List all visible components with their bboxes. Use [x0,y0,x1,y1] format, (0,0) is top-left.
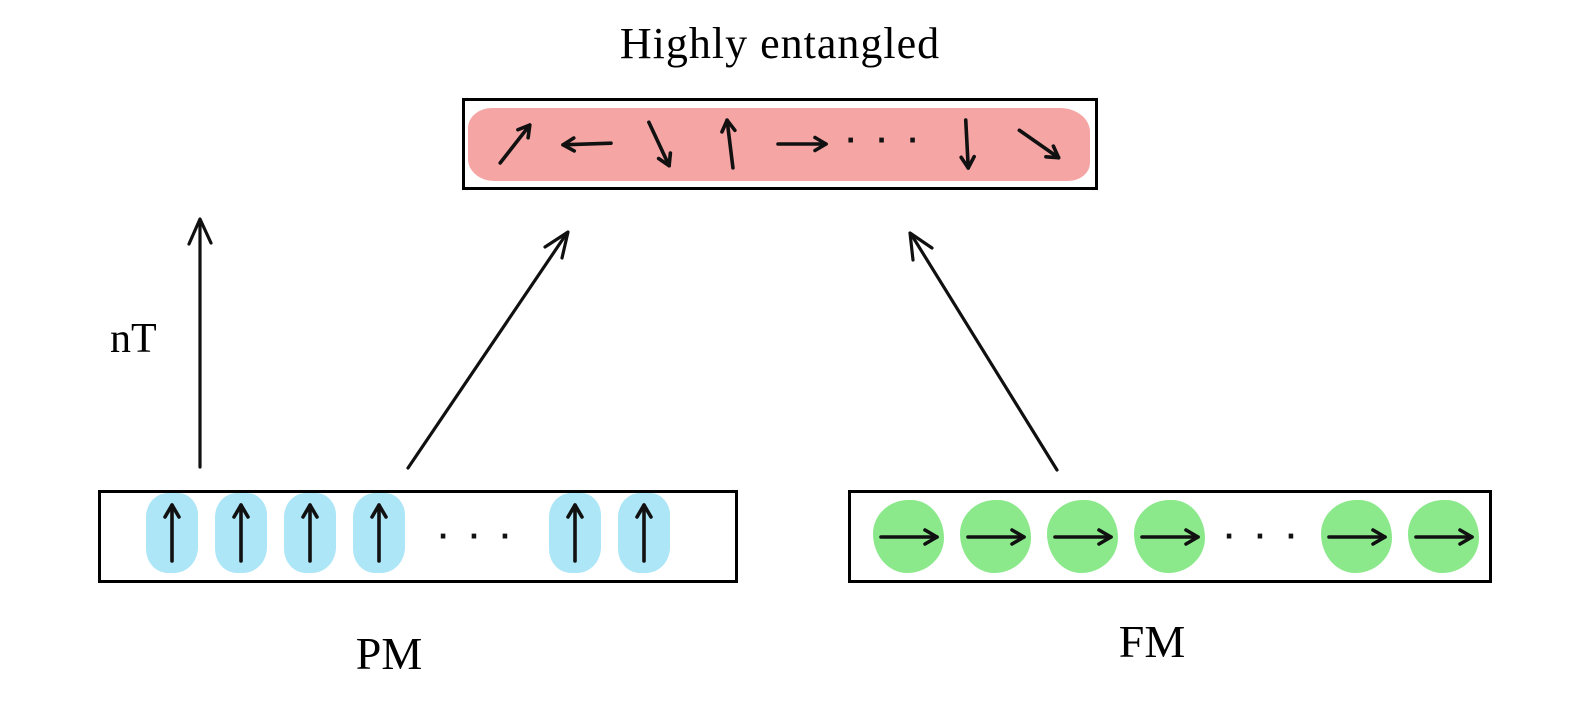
pm-site [284,493,336,573]
spin-s-tilt-arrow-icon [646,120,672,168]
spin-ne-arrow-icon [498,123,532,165]
spin-n-arrow-icon [370,503,388,563]
fm-site [960,500,1031,573]
entangled-state-box: · · · [462,98,1098,190]
fm-site [1321,500,1392,573]
spin-e-arrow-icon [1052,527,1113,546]
pm-site [549,493,601,573]
pm-site [215,493,267,573]
ellipsis-dots: · · · [438,521,516,552]
spin-n-arrow-icon [232,503,250,563]
nt-label: nT [110,316,157,362]
spin-se-arrow-icon [1017,128,1061,160]
spin-n-arrow-icon [566,503,584,563]
spin-n-arrow-icon [301,503,319,563]
diagram-title: Highly entangled [619,19,941,68]
spin-n-tilt-arrow-icon [720,118,737,170]
fm-state-box: · · · [848,490,1492,583]
spin-e-arrow-icon [776,135,828,153]
spin-e-arrow-icon [1413,527,1474,546]
pm-site [353,493,405,573]
fm-to-entangled-arrow-icon [908,231,1059,472]
spin-n-arrow-icon [635,503,653,563]
pm-to-entangled-arrow-icon [406,230,570,470]
spin-e-arrow-icon [878,527,939,546]
fm-site [1047,500,1118,573]
fm-site [873,500,944,573]
pm-label: PM [355,628,423,679]
fm-site [1408,500,1479,573]
pm-site [618,493,670,573]
entangled-spin-row: · · · [465,101,1095,187]
nt-axis-arrow-icon [187,217,213,469]
pm-state-box: · · · [98,490,738,583]
spin-e-arrow-icon [1326,527,1387,546]
spin-e-arrow-icon [1139,527,1200,546]
spin-n-arrow-icon [163,503,181,563]
spin-e-arrow-icon [965,527,1026,546]
spin-s-arrow-icon [959,118,977,170]
fm-label: FM [1118,616,1186,667]
ellipsis-dots: · · · [1224,521,1302,552]
ellipsis-dots: · · · [845,126,924,156]
spin-w-arrow-icon [560,136,613,153]
pm-site [146,493,198,573]
fm-site [1134,500,1205,573]
